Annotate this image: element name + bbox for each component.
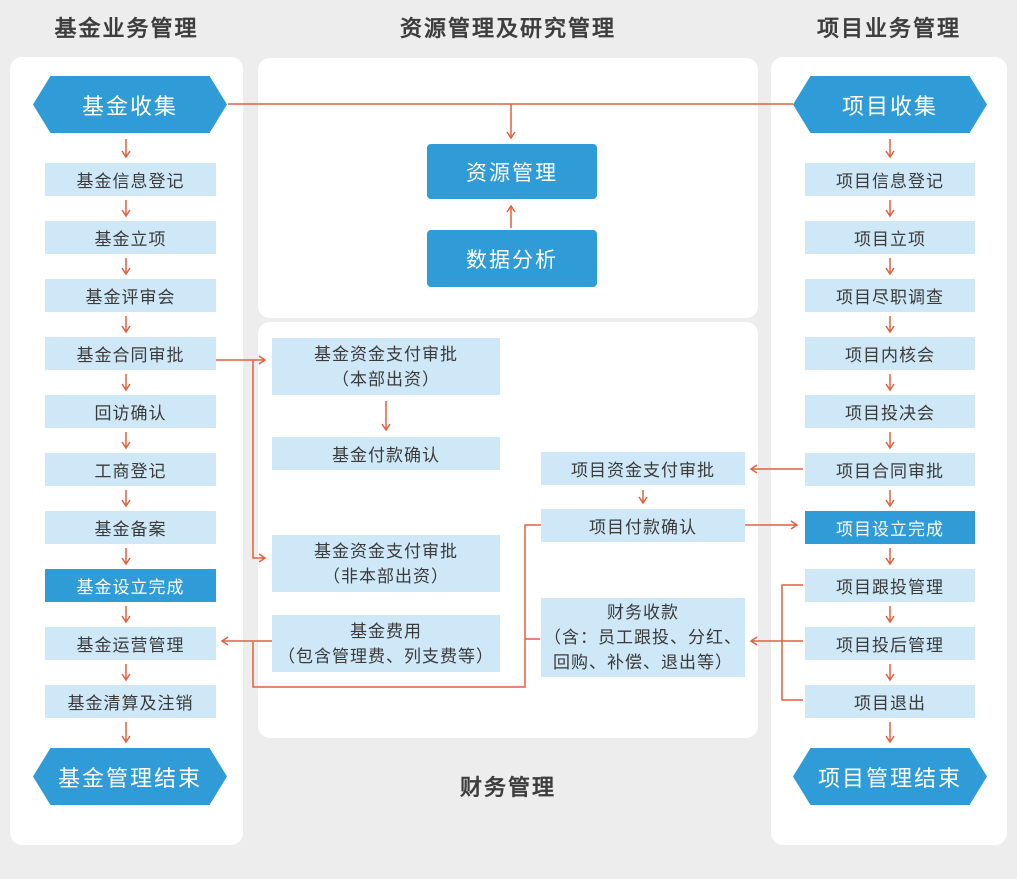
node-fund-setup-complete: 基金设立完成 bbox=[45, 569, 216, 602]
node-fund-payment-approval-nonhq: 基金资金支付审批 （非本部出资） bbox=[272, 535, 500, 592]
node-fund-initiation: 基金立项 bbox=[45, 221, 216, 254]
node-fund-operation-mgmt: 基金运营管理 bbox=[45, 627, 216, 660]
node-project-collect: 项目收集 bbox=[793, 76, 987, 133]
node-project-postinvest-mgmt: 项目投后管理 bbox=[805, 627, 975, 660]
node-project-setup-complete: 项目设立完成 bbox=[805, 511, 975, 544]
node-fund-contract-approval: 基金合同审批 bbox=[45, 337, 216, 370]
node-data-analysis: 数据分析 bbox=[427, 230, 597, 287]
node-resource-mgmt: 资源管理 bbox=[427, 144, 597, 199]
node-project-coinvest-mgmt: 项目跟投管理 bbox=[805, 569, 975, 602]
node-project-exit: 项目退出 bbox=[805, 685, 975, 718]
node-fund-payment-confirm: 基金付款确认 bbox=[272, 437, 500, 470]
node-fund-payment-approval-hq: 基金资金支付审批 （本部出资） bbox=[272, 338, 500, 395]
node-project-due-diligence: 项目尽职调查 bbox=[805, 279, 975, 312]
node-project-internal-review: 项目内核会 bbox=[805, 337, 975, 370]
header-resource-research: 资源管理及研究管理 bbox=[399, 16, 616, 41]
node-fund-review-meeting: 基金评审会 bbox=[45, 279, 216, 312]
node-fund-business-registration: 工商登记 bbox=[45, 453, 216, 486]
node-fund-collect: 基金收集 bbox=[33, 76, 227, 133]
header-project-business: 项目业务管理 bbox=[816, 16, 961, 41]
node-fund-filing: 基金备案 bbox=[45, 511, 216, 544]
node-project-info-register: 项目信息登记 bbox=[805, 163, 975, 196]
node-project-investment-committee: 项目投决会 bbox=[805, 395, 975, 428]
header-fund-business: 基金业务管理 bbox=[54, 16, 199, 41]
node-finance-receive: 财务收款 （含：员工跟投、分红、 回购、补偿、退出等） bbox=[541, 598, 745, 677]
node-fund-info-register: 基金信息登记 bbox=[45, 163, 216, 196]
node-project-payment-approval: 项目资金支付审批 bbox=[541, 452, 745, 485]
node-fund-liquidation: 基金清算及注销 bbox=[45, 685, 216, 718]
node-fund-fee: 基金费用 （包含管理费、列支费等） bbox=[272, 615, 500, 672]
node-fund-mgmt-end: 基金管理结束 bbox=[33, 748, 227, 805]
node-project-mgmt-end: 项目管理结束 bbox=[793, 748, 987, 805]
node-project-payment-confirm: 项目付款确认 bbox=[541, 509, 745, 542]
header-finance-mgmt: 财务管理 bbox=[459, 775, 556, 800]
node-fund-callback-confirm: 回访确认 bbox=[45, 395, 216, 428]
node-project-contract-approval: 项目合同审批 bbox=[805, 453, 975, 486]
node-project-initiation: 项目立项 bbox=[805, 221, 975, 254]
